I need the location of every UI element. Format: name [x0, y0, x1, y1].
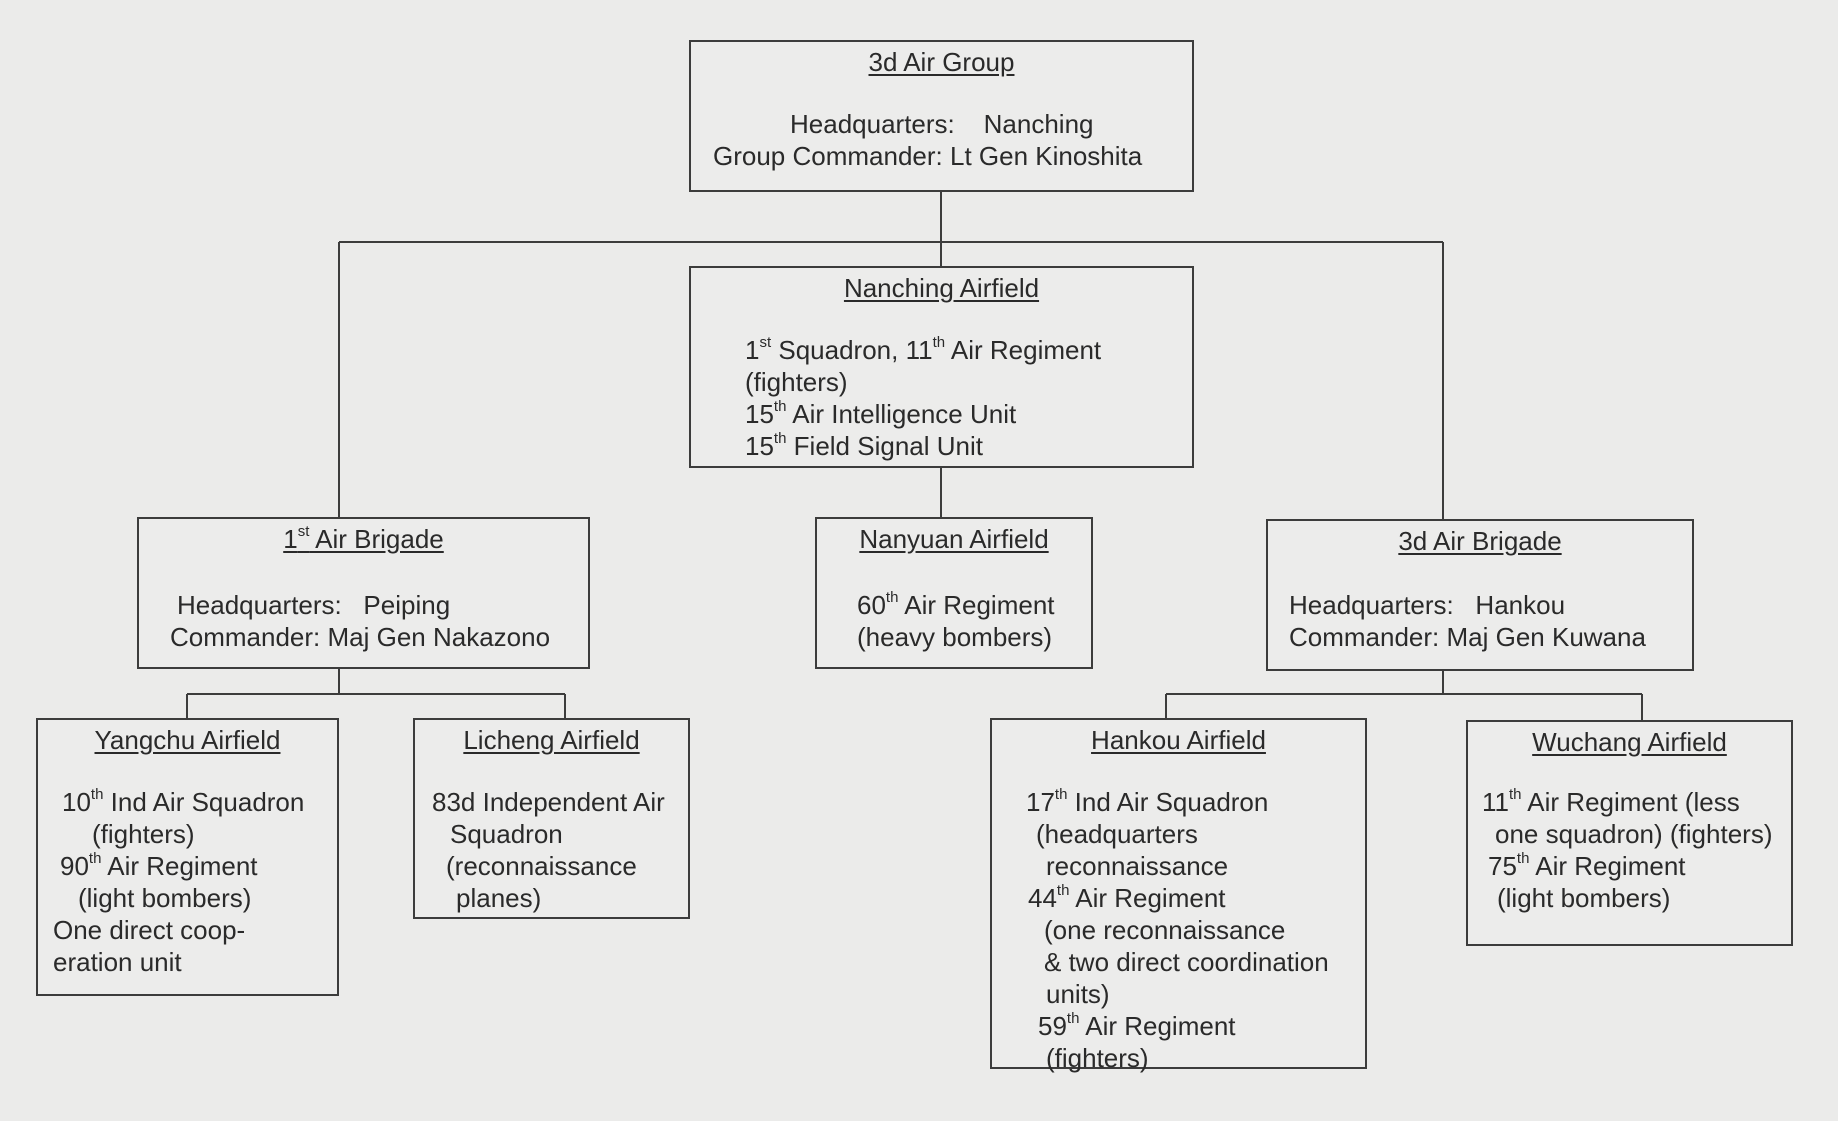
line-text: 75 [1488, 851, 1517, 881]
line-superscript: th [932, 334, 946, 352]
node-line: Commander: Maj Gen Nakazono [170, 622, 551, 652]
line-text: Air Intelligence Unit [786, 399, 1017, 429]
line-superscript: th [1516, 850, 1530, 868]
node-line: (reconnaissance [446, 851, 637, 881]
line-text: Air Regiment [898, 590, 1055, 620]
line-text: Air Regiment (less [1521, 787, 1740, 817]
line-superscript: th [1509, 786, 1522, 804]
line-superscript: th [885, 589, 899, 607]
title-text: 1 [283, 524, 298, 554]
node-line: (light bombers) [1497, 883, 1671, 913]
line-superscript: th [1054, 786, 1068, 804]
title-superscript: st [297, 523, 310, 541]
node-title: Wuchang Airfield [1532, 727, 1727, 757]
line-text: 15 [745, 399, 774, 429]
line-text: Ind Air Squadron [1067, 787, 1269, 817]
line-superscript: th [773, 398, 787, 416]
node-line: 15th Air Intelligence Unit [745, 398, 1016, 430]
line-text: Air Regiment [945, 335, 1102, 365]
line-text: Field Signal Unit [786, 431, 983, 461]
node-line: Group Commander: Lt Gen Kinoshita [713, 141, 1143, 171]
line-text: 11 [1482, 787, 1509, 817]
node-title: Licheng Airfield [463, 725, 640, 755]
node-title: Yangchu Airfield [94, 725, 281, 755]
node-line: eration unit [53, 947, 182, 977]
line-text: 60 [857, 590, 886, 620]
line-text: 15 [745, 431, 774, 461]
line-text: Air Regiment [101, 851, 258, 881]
line-superscript: th [88, 850, 102, 868]
node-nanching-airfield: Nanching Airfield 1st Squadron, 11th Air… [689, 266, 1194, 468]
line-superscript: th [773, 430, 787, 448]
node-title: Nanyuan Airfield [859, 524, 1049, 554]
node-line: (headquarters [1036, 819, 1198, 849]
node-line: reconnaissance [1046, 851, 1229, 881]
line-superscript: th [1056, 882, 1070, 900]
node-line: 59th Air Regiment [1038, 1010, 1236, 1042]
node-licheng-airfield: Licheng Airfield 83d Independent Air Squ… [413, 718, 690, 919]
line-superscript: th [90, 786, 104, 804]
node-line: 60th Air Regiment [857, 589, 1055, 621]
node-title: 1st Air Brigade [139, 523, 588, 555]
line-text: Squadron, 11 [771, 335, 933, 365]
line-superscript: th [1066, 1010, 1080, 1028]
node-line: 1st Squadron, 11th Air Regiment [745, 334, 1101, 366]
line-text: Ind Air Squadron [103, 787, 305, 817]
node-line: 83d Independent Air [432, 787, 665, 817]
node-line: (heavy bombers) [857, 622, 1053, 652]
node-line: Squadron [450, 819, 563, 849]
node-line: 10th Ind Air Squadron [62, 786, 304, 818]
node-line: Headquarters: Nanching [790, 109, 1094, 139]
node-line: & two direct coordination [1044, 947, 1329, 977]
node-yangchu-airfield: Yangchu Airfield 10th Ind Air Squadron (… [36, 718, 339, 996]
line-superscript: st [759, 334, 772, 352]
line-text: 90 [60, 851, 89, 881]
node-title: 3d Air Brigade [1398, 526, 1562, 556]
node-line: 17th Ind Air Squadron [1026, 786, 1268, 818]
node-line: (one reconnaissance [1044, 915, 1286, 945]
node-title: Hankou Airfield [1091, 725, 1266, 755]
node-line: One direct coop- [53, 915, 246, 945]
node-title: Nanching Airfield [843, 273, 1040, 303]
line-text: Air Regiment [1529, 851, 1686, 881]
node-line: one squadron) (fighters) [1495, 819, 1773, 849]
node-line: 15th Field Signal Unit [745, 430, 983, 462]
node-nanyuan-airfield: Nanyuan Airfield 60th Air Regiment (heav… [815, 517, 1093, 669]
node-line: (fighters) [745, 367, 848, 397]
line-text: 59 [1038, 1011, 1067, 1041]
node-line: Headquarters: Hankou [1289, 590, 1566, 620]
node-line: planes) [456, 883, 542, 913]
node-line: 11th Air Regiment (less [1482, 786, 1740, 818]
node-line: Commander: Maj Gen Kuwana [1289, 622, 1646, 652]
node-hankou-airfield: Hankou Airfield 17th Ind Air Squadron (h… [990, 718, 1367, 1073]
node-3d-air-group: 3d Air Group Headquarters: Nanching Grou… [689, 40, 1194, 192]
node-line: (light bombers) [78, 883, 252, 913]
node-1st-air-brigade: 1st Air Brigade Headquarters: Peiping Co… [137, 517, 590, 669]
line-text: 10 [62, 787, 91, 817]
node-title: 3d Air Group [868, 47, 1015, 77]
line-text: 44 [1028, 883, 1057, 913]
node-line: 90th Air Regiment [60, 850, 258, 882]
node-line: 75th Air Regiment [1488, 850, 1686, 882]
node-line: (fighters) [92, 819, 195, 849]
node-wuchang-airfield: Wuchang Airfield 11th Air Regiment (less… [1466, 720, 1793, 946]
node-3d-air-brigade: 3d Air Brigade Headquarters: Hankou Comm… [1266, 519, 1694, 671]
line-text: Air Regiment [1079, 1011, 1236, 1041]
line-text: Air Regiment [1069, 883, 1226, 913]
node-line: units) [1046, 979, 1110, 1009]
node-line: 44th Air Regiment [1028, 882, 1226, 914]
node-line: Headquarters: Peiping [177, 590, 451, 620]
title-text: Air Brigade [309, 524, 444, 554]
node-line: (fighters) [1046, 1043, 1149, 1073]
line-text: 1 [745, 335, 760, 365]
line-text: 17 [1026, 787, 1055, 817]
